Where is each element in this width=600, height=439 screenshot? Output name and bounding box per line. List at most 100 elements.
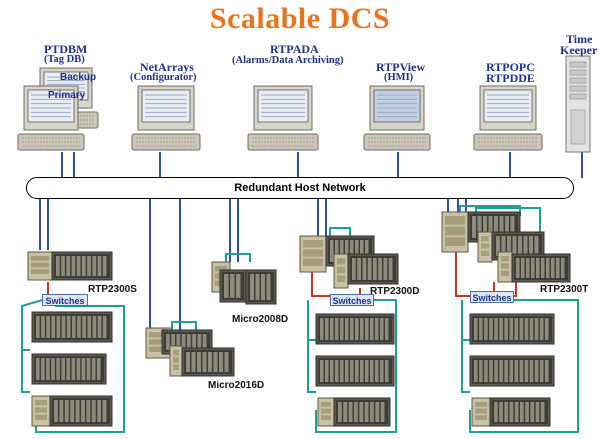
rtp2300d-io-rack-3-slot <box>370 402 374 422</box>
rtp2300d-chassis-1-slot <box>335 240 339 262</box>
rtp2300s-io-rack-1-slot <box>72 316 76 338</box>
ptdbm-label: PTDBM <box>44 42 88 56</box>
micro2008d-chassis-1-slot <box>236 274 241 298</box>
rtp2300s-chassis-slot <box>102 256 107 276</box>
rtp2300d-io-rack-2-slot <box>370 360 374 382</box>
rtp2300d-io-rack-2-slot <box>355 360 359 382</box>
micro2008d-chassis-1-slot <box>224 274 229 298</box>
micro2008d-loop <box>225 253 251 262</box>
rtp2300t-io-rack-1-slot <box>519 318 524 340</box>
rtp2300d-io-rack-1-slot <box>380 318 384 340</box>
rtp2300s-io-rack-1-slot <box>77 316 81 338</box>
rtp2300d-io-rack-3-slot <box>359 402 364 422</box>
rtp2300d-io-rack-2-slot <box>345 360 349 382</box>
rtp2300s-io-rack-2-slot <box>36 358 40 380</box>
rtp2300d-io-rack-2-slot <box>330 360 334 382</box>
rtp2300d-io-rack-2-slot <box>325 360 329 382</box>
rtp2300d-io-rack-1-slot <box>325 318 329 340</box>
rtp2300d-switches: Switches <box>330 294 374 306</box>
rtp2300d-io-rack-1-slot <box>335 318 339 340</box>
rtp2300s-chassis-slot <box>66 256 71 276</box>
rtp2300t-io-rack-3-slot <box>504 402 509 422</box>
rtp2300d-chassis-1-slot <box>360 240 364 262</box>
rtp2300s-io-rack-2-slot <box>86 358 91 380</box>
rtp2300s-io-rack-1-slot <box>102 316 107 338</box>
rtp2300d-chassis-2-slot <box>367 258 372 280</box>
rtp2300d-io-rack-1-slot <box>320 318 324 340</box>
rtp2300d-io-rack-1-slot <box>330 318 334 340</box>
rtpview-label: RTPView <box>376 60 426 74</box>
rtp2300s-io-rack-3-slot <box>59 400 64 422</box>
micro2016d-processor-2-card <box>173 357 179 363</box>
micro2016d-chassis-2-slot <box>197 352 201 372</box>
rtp2300s-io-rack-2-slot <box>51 358 55 380</box>
rtp2300d-io-rack-3-slot <box>380 402 385 422</box>
rtp2300s-switches: Switches <box>42 294 88 306</box>
rtpada-label: RTPADA <box>270 42 319 56</box>
rtp2300d-io-loop-b <box>307 300 316 393</box>
rtp2300d-chassis-1-slot <box>350 240 354 262</box>
rtp2300t-io-rack-2-slot <box>484 360 488 382</box>
timekeeper-bay <box>569 69 587 76</box>
rtp2300t-io-proc-3-card <box>475 415 487 420</box>
rtp2300d-io-rack-3-slot <box>375 402 380 422</box>
micro2008d-processor-1-card <box>215 266 227 272</box>
rtp2300s-chassis-slot <box>76 256 81 276</box>
rtp2300t-chassis-1-slot <box>505 216 509 238</box>
network-label: Redundant Host Network <box>234 182 366 194</box>
rtp2300s-io-rack-3-slot <box>64 400 69 422</box>
rtp2300s-io-rack-3-slot <box>75 400 80 422</box>
rtp2300t-io-rack-3-slot <box>494 402 498 422</box>
micro2016d-chassis-1-slot <box>166 334 170 350</box>
rtp2300d-chassis-2-slot <box>378 258 382 280</box>
micro2016d-chassis-1-slot <box>171 334 175 350</box>
rtp2300d-chassis-1-slot <box>355 240 359 262</box>
timekeeper-vent <box>570 109 586 145</box>
rtp2300d-io-proc-3-card <box>321 408 331 414</box>
rtp2300d-io-rack-3-slot <box>364 402 369 422</box>
rtp2300s-io-rack-1-slot <box>66 316 71 338</box>
rtp2300t-io-rack-1-slot <box>539 318 544 340</box>
rtp2300d-io-rack-1-slot <box>365 318 369 340</box>
rtp2300d-io-proc-3-card <box>321 415 331 420</box>
micro2016d-chassis-2-slot <box>202 352 207 372</box>
micro2016d-processor-2-card <box>173 364 179 370</box>
rtp2300s-io-rack-1-slot <box>82 316 86 338</box>
rtp2300t-chassis-3-slot <box>531 258 535 278</box>
rtp2300t-io-rack-3-slot <box>540 402 545 422</box>
rtp2300t-processor-3-card <box>501 263 509 269</box>
timekeeper-bay <box>569 61 587 68</box>
rtp2300t-io-rack-1-slot <box>524 318 529 340</box>
rtp2300t-chassis-1-slot <box>472 216 476 238</box>
rtp2300s-io-rack-1-slot <box>92 316 97 338</box>
rtp2300d-io-rack-1-slot <box>385 318 389 340</box>
rtp2300s-chassis-slot <box>87 256 91 276</box>
rtp2300t-io-rack-1-slot <box>479 318 483 340</box>
rtp2300t-io-rack-2-slot <box>529 360 534 382</box>
rtp2300s-io-rack-2-slot <box>66 358 71 380</box>
rtp2300d-chassis-2-slot <box>357 258 361 280</box>
micro2008d-chassis-1-slot <box>230 274 235 298</box>
rtp2300s-io-rack-1-slot <box>36 316 40 338</box>
rtp2300t-io-rack-1-slot <box>509 318 514 340</box>
rtp2300s-io-rack-3-slot <box>81 400 85 422</box>
rtp2300d-io-rack-1-slot <box>360 318 364 340</box>
rtp2300d-chassis-1-slot <box>330 240 334 262</box>
rtp2300t-chassis-2-slot <box>523 236 528 256</box>
rtp2300s-io-rack-2-slot <box>46 358 50 380</box>
micro2008d-chassis-2-slot <box>261 274 265 300</box>
rtp2300d-io-rack-1-slot <box>375 318 379 340</box>
rtp2300t-io-proc-3-card <box>475 408 487 414</box>
rtp2300d-io-rack-2-slot <box>385 360 389 382</box>
rtpview-sublabel: (HMI) <box>384 72 414 83</box>
rtp2300d-io-rack-3-slot <box>343 402 348 422</box>
rtp2300t-chassis-1-slot <box>499 216 504 238</box>
micro2016d-chassis-2-slot <box>219 352 223 372</box>
rtp2300t-io-rack-1-slot <box>514 318 519 340</box>
rtp2300t-processor-1-card <box>445 226 465 236</box>
rtp2300s-io-rack-1-slot <box>46 316 50 338</box>
rtp2300t-io-rack-2-slot <box>479 360 483 382</box>
rtp2300d-io-rack-2-slot <box>375 360 379 382</box>
micro2016d-chassis-1-slot <box>181 334 186 350</box>
